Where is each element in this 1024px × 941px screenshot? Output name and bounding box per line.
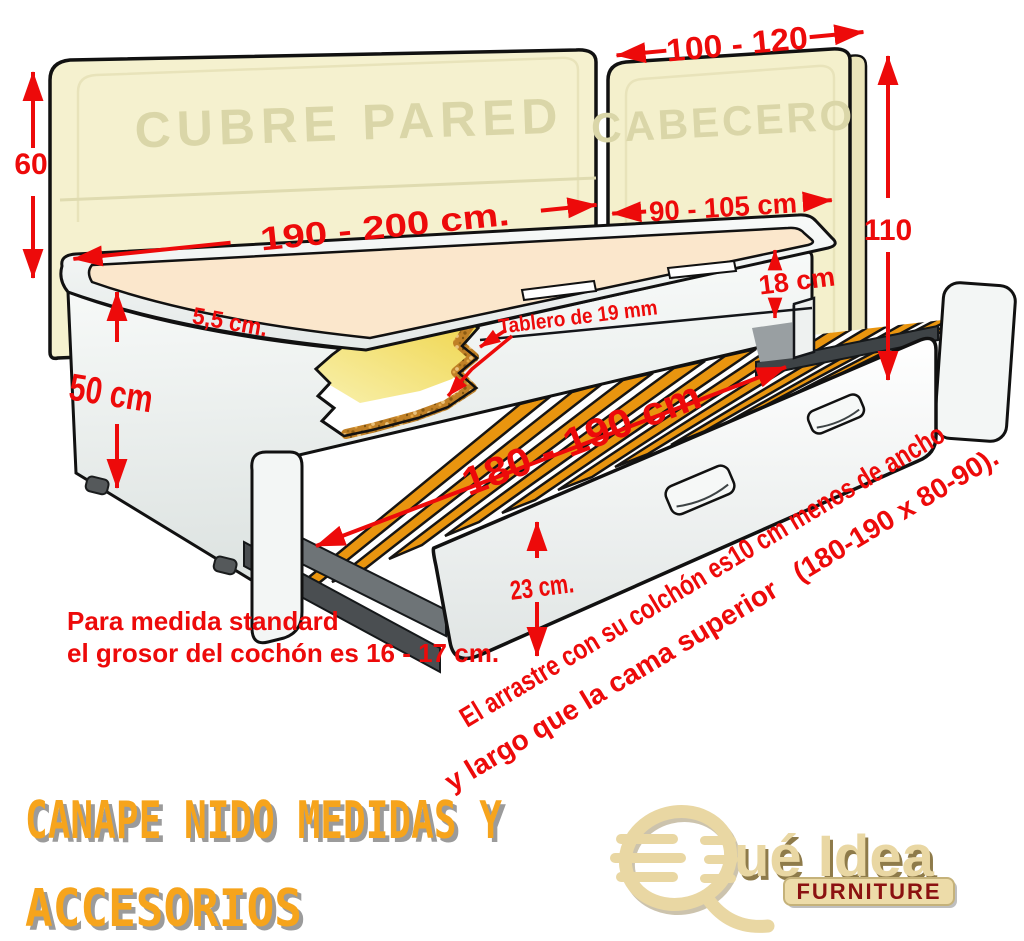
panel-edge: [848, 54, 868, 354]
base-feet: [84, 475, 238, 576]
mattress-platform: [87, 226, 815, 340]
logo-q-icon: [610, 805, 775, 933]
panel-crease: [59, 176, 597, 202]
logo-tagline: FURNITURE: [796, 879, 941, 904]
lid-tab: [520, 279, 598, 302]
dim-60-label: 60: [14, 148, 47, 181]
lid-tab: [666, 259, 738, 280]
base-right-end: [792, 296, 816, 360]
trundle-handle: [806, 393, 866, 435]
title-line1: CANAPE NIDO MEDIDAS Y: [25, 791, 502, 851]
dim-110-label: 110: [864, 214, 912, 247]
standard-note-line2: el grosor del cochón es 16 - 17 cm.: [67, 638, 499, 668]
title-line2-shadow: ACCESORIOS: [29, 883, 306, 941]
standard-note-line1: Para medida standard: [67, 606, 339, 636]
title-line1-shadow: CANAPE NIDO MEDIDAS Y: [29, 795, 506, 855]
dim-cabecero-height: 110: [864, 55, 912, 381]
brand-logo: ué Idea ué Idea FURNITURE: [610, 805, 957, 933]
logo-banner: FURNITURE: [783, 877, 957, 908]
page-title: CANAPE NIDO MEDIDAS Y CANAPE NIDO MEDIDA…: [25, 791, 506, 941]
trundle-left-end: [250, 450, 304, 645]
panel-bevel: [76, 56, 580, 222]
under-base-shadow: [752, 322, 794, 362]
title-line2: ACCESORIOS: [25, 879, 302, 939]
panel-bevel: [624, 64, 836, 340]
dim-headboard-height: 60: [14, 71, 48, 279]
trundle-right-end: [933, 281, 1017, 443]
lid-seam: [479, 306, 813, 342]
